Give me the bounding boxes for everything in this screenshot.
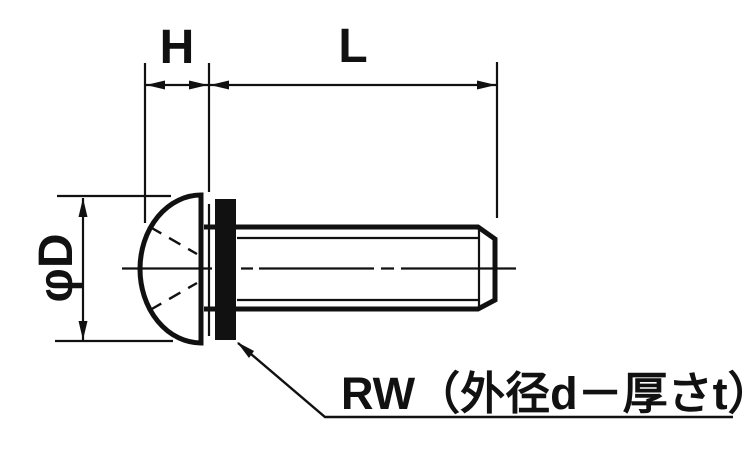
- dimension-l-label: L: [338, 20, 367, 73]
- dimension-dia-label: φD: [30, 234, 83, 303]
- screw-head-outline: [137, 192, 204, 346]
- l-arrowhead-left-icon: [210, 80, 229, 90]
- dimension-h-label: H: [160, 21, 195, 74]
- rubber-washer: [215, 199, 236, 340]
- callout-leader-line: [237, 342, 733, 419]
- l-arrowhead-right-icon: [477, 80, 496, 90]
- washer-callout-group: RW（外径d－厚さt）: [237, 342, 750, 419]
- callout-arrowhead-icon: [237, 342, 254, 358]
- dia-arrowhead-bottom-icon: [78, 321, 88, 340]
- h-arrowhead-right-icon: [189, 80, 208, 90]
- dia-arrowhead-top-icon: [78, 198, 88, 217]
- washer-callout-label: RW（外径d－厚さt）: [341, 368, 750, 419]
- dimension-l-group: L: [210, 20, 499, 218]
- recess-hidden-line-lower: [149, 281, 198, 312]
- dimension-dia-group: φD: [30, 194, 173, 343]
- recess-hidden-line-upper: [149, 225, 198, 256]
- h-arrowhead-left-icon: [146, 80, 165, 90]
- screw-outline-group: [122, 192, 516, 346]
